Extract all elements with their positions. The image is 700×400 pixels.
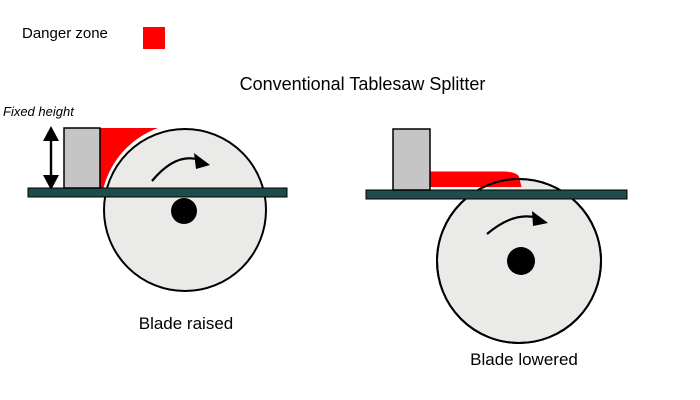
rotation-arrow-left-icon xyxy=(151,153,210,182)
danger-zone-swatch xyxy=(143,27,165,49)
rotation-arrow-right-icon xyxy=(486,211,548,235)
blade-lowered-rim xyxy=(436,178,602,344)
danger-zone-raised xyxy=(100,128,158,188)
caption-blade-lowered: Blade lowered xyxy=(470,350,578,369)
diagram-blade-lowered xyxy=(365,128,628,344)
caption-blade-raised: Blade raised xyxy=(138,314,234,333)
splitter-raised xyxy=(63,127,101,189)
danger-zone-lowered xyxy=(430,171,522,187)
arbor-left xyxy=(171,198,197,224)
fixed-height-arrow-icon xyxy=(43,126,59,190)
arbor-right xyxy=(507,247,535,275)
table-surface-right xyxy=(365,189,628,200)
diagram-blade-raised xyxy=(27,126,288,292)
page-title: Conventional Tablesaw Splitter xyxy=(239,74,486,94)
table-surface-left xyxy=(27,187,288,198)
legend-label: Danger zone xyxy=(22,25,108,42)
fixed-height-annotation: Fixed height xyxy=(3,104,74,119)
splitter-lowered xyxy=(392,128,431,191)
